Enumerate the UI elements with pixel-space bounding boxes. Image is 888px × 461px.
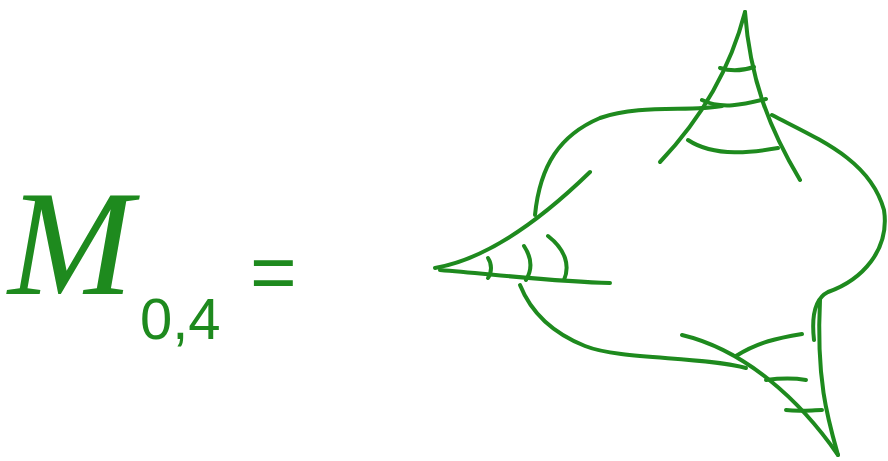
symbol-letter: M <box>8 168 133 318</box>
subscript-index: 0,4 <box>140 290 221 348</box>
equals-sign: = <box>250 232 297 312</box>
